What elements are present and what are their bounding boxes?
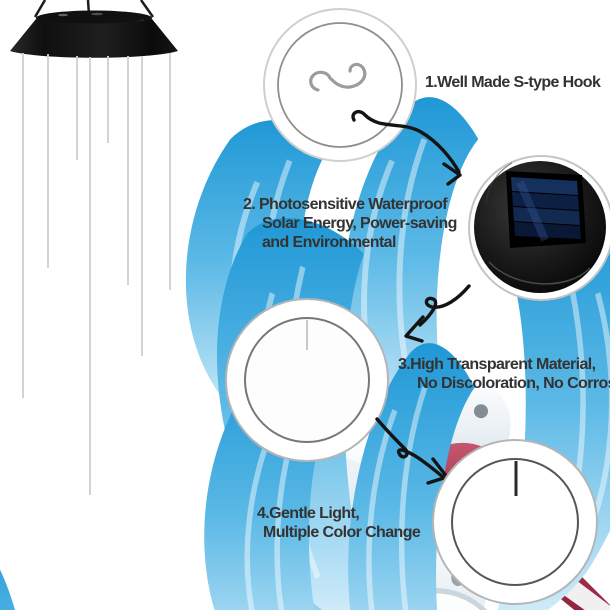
feature-2-line-3: and Environmental — [262, 234, 396, 251]
callout-4-glowing-bird — [432, 439, 598, 605]
feature-1-label: 1.Well Made S-type Hook — [425, 73, 601, 92]
feature-3-line-1: 3.High Transparent Material, — [398, 356, 596, 373]
feature-1-line-1: 1.Well Made S-type Hook — [425, 74, 601, 91]
feature-4-label: 4.Gentle Light, Multiple Color Change — [257, 504, 421, 542]
purple-glow-hummingbird-icon — [514, 461, 518, 496]
feature-3-label: 3.High Transparent Material, No Discolor… — [398, 355, 610, 393]
feature-2-label: 2. Photosensitive Waterproof Solar Energ… — [243, 195, 457, 252]
feature-4-line-1: 4.Gentle Light, — [257, 505, 360, 522]
chime-strings — [22, 53, 171, 495]
callout-3-transparent-bird — [225, 298, 389, 462]
solar-top-housing — [10, 10, 178, 58]
solar-panel-icon — [506, 171, 586, 248]
feature-2-line-2: Solar Energy, Power-saving — [262, 215, 457, 232]
callout-2-solar-panel — [468, 155, 610, 301]
arrow-1-icon — [351, 109, 462, 186]
arrow-2-icon — [404, 284, 471, 343]
transparent-hummingbird-icon — [306, 320, 308, 350]
feature-3-line-2: No Discoloration, No Corrosion — [417, 375, 610, 392]
feature-2-line-1: 2. Photosensitive Waterproof — [243, 196, 448, 213]
hummingbird-6 — [0, 486, 26, 610]
callout-1-s-hook — [263, 8, 417, 162]
s-hook-icon — [309, 62, 367, 92]
feature-4-line-2: Multiple Color Change — [263, 524, 421, 541]
